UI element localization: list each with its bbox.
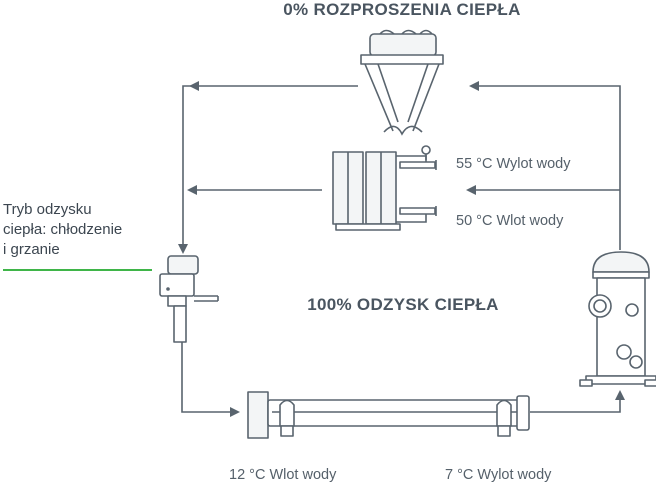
dry-cooler [360, 29, 444, 136]
water-out-55-label: 55 °C Wylot wody [456, 156, 571, 172]
refrigerant-piping [181, 85, 621, 413]
heat-recovery-exchanger [332, 145, 437, 231]
water-out-7-label: 7 °C Wylot wody [445, 467, 552, 483]
mode-label-line3: i grzanie [3, 241, 60, 258]
arrow-down-valve [178, 244, 188, 254]
arrow-up-compressor [615, 390, 625, 400]
expansion-valve [159, 255, 219, 343]
arrow-left-exchanger [466, 185, 476, 195]
mid-title: 100% ODZYSK CIEPŁA [307, 295, 499, 314]
arrow-left-top [189, 81, 199, 91]
arrow-left-mid [187, 185, 197, 195]
top-title: 0% ROZPROSZENIA CIEPŁA [283, 0, 520, 19]
water-in-50-label: 50 °C Wlot wody [456, 213, 564, 229]
mode-label-line1: Tryb odzysku [3, 201, 92, 218]
water-in-12-label: 12 °C Wlot wody [229, 467, 337, 483]
arrow-left-cooler [469, 81, 479, 91]
compressor [579, 251, 656, 387]
evaporator [247, 391, 530, 439]
arrow-right-evaporator [230, 407, 240, 417]
mode-label-line2: ciepła: chłodzenie [3, 221, 122, 238]
flow-arrows [178, 81, 625, 417]
